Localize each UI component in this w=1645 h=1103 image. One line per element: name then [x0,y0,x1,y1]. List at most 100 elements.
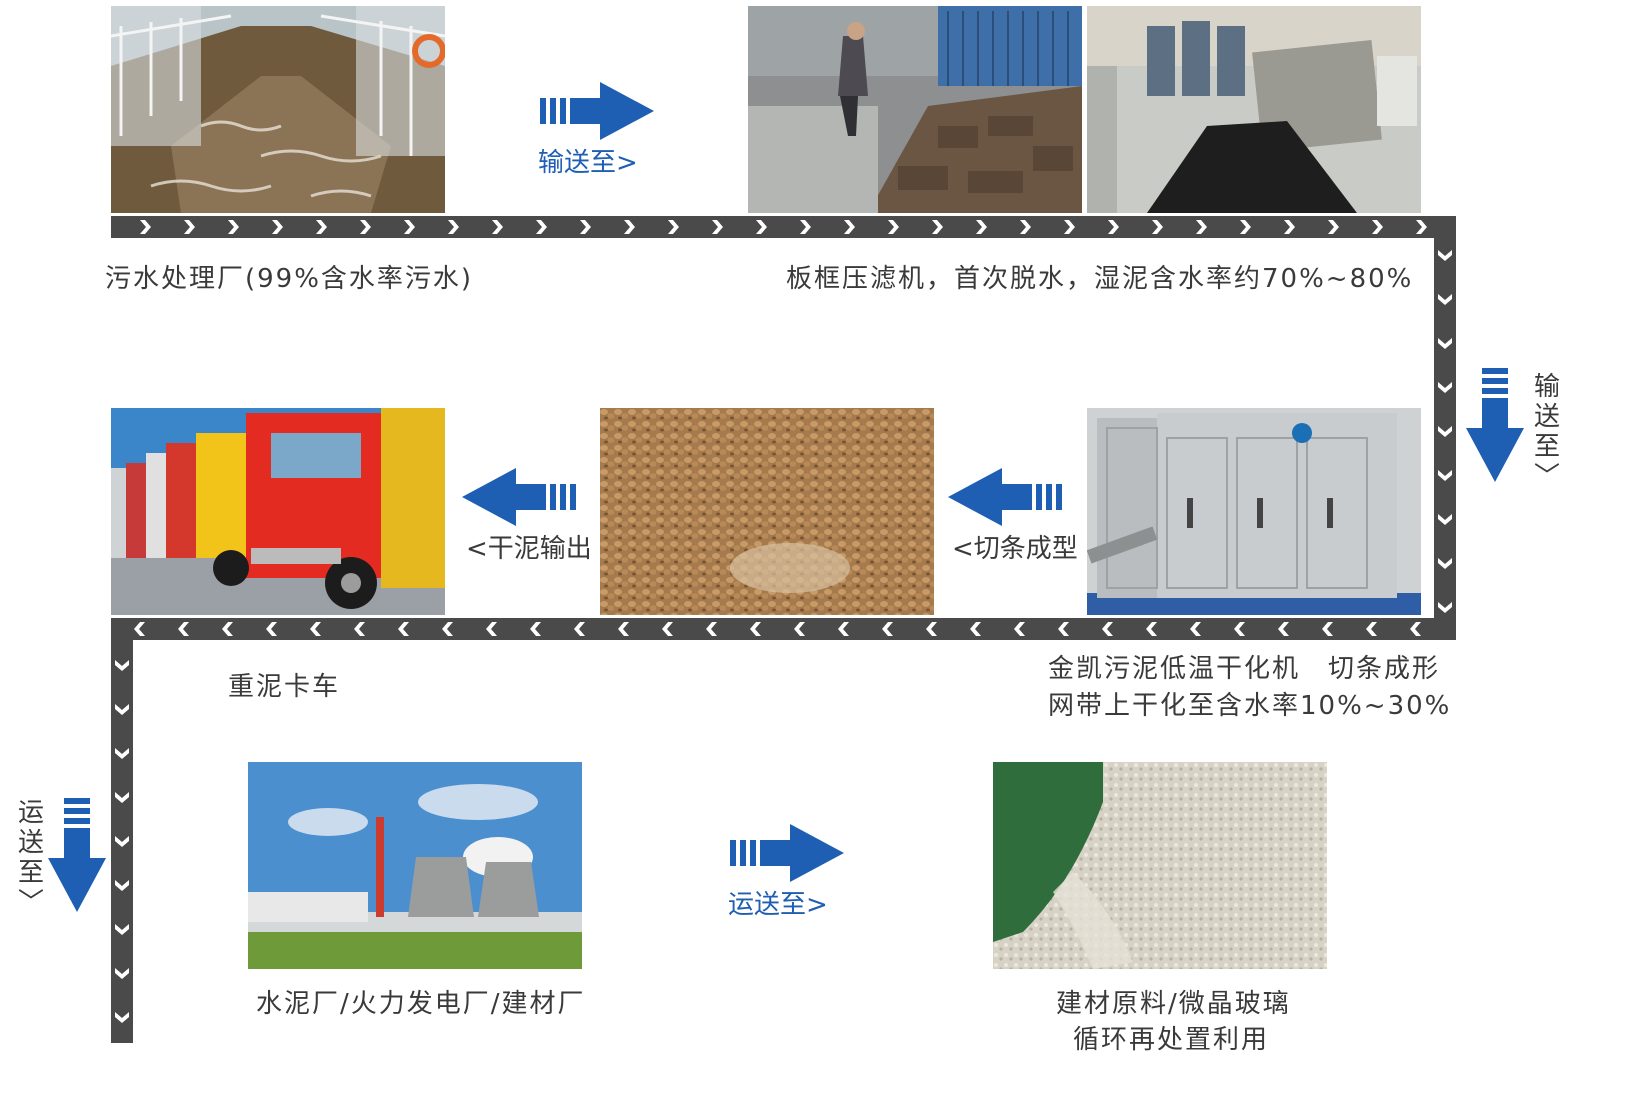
arrow-down-1-icon [1466,368,1524,482]
sludge-dryer-photo [1087,408,1421,615]
belt-chevron [115,1012,129,1023]
conveyor-belt-left [111,618,133,1043]
belt-chevron [1438,558,1452,569]
belt-chevron [134,622,145,636]
belt-chevron [486,622,497,636]
label-reuse-line1: 建材原料/微晶玻璃 [1056,989,1291,1019]
belt-chevron [800,220,811,234]
belt-chevron [1146,622,1157,636]
belt-chevron [750,622,761,636]
belt-chevron [926,622,937,636]
arrow-down-2-icon [48,798,106,912]
belt-chevron [662,622,673,636]
arrow-text-2-char: 送 [1533,402,1560,432]
arrow-text-4: <干泥输出 [466,534,592,564]
belt-chevron [1064,220,1075,234]
arrow-right-1-icon [540,82,654,140]
belt-chevron [115,748,129,759]
belt-chevron [1438,294,1452,305]
belt-chevron [310,622,321,636]
belt-chevron [844,220,855,234]
belt-chevron [1438,250,1452,261]
belt-chevron [668,220,679,234]
belt-chevron [228,220,239,234]
arrow-text-2-char: 输 [1533,372,1560,402]
conveyor-belt-right [1434,216,1456,640]
belt-chevron [1278,622,1289,636]
belt-chevron [398,622,409,636]
label-reuse-line2: 循环再处置利用 [1073,1025,1270,1055]
belt-chevron [1438,382,1452,393]
arrow-text-3: <切条成型 [952,534,1078,564]
belt-chevron [1108,220,1119,234]
belt-chevron [888,220,899,234]
arrow-text-5-char: 运 [17,798,44,828]
belt-chevron [1416,220,1427,234]
label-plant: 水泥厂/火力发电厂/建材厂 [256,989,586,1019]
wastewater-tank-photo [111,6,445,213]
arrow-text-2-char: 至 [1533,432,1560,462]
belt-chevron [574,622,585,636]
belt-chevron [1058,622,1069,636]
arrow-text-5-char: 至 [17,858,44,888]
belt-chevron [360,220,371,234]
belt-chevron [976,220,987,234]
arrow-text-5-char: 送 [17,828,44,858]
belt-chevron [932,220,943,234]
belt-chevron [115,968,129,979]
belt-chevron [536,220,547,234]
belt-chevron [404,220,415,234]
belt-chevron [222,622,233,636]
belt-chevron [1372,220,1383,234]
dried-sludge-granules-photo [600,408,934,615]
belt-chevron [1438,470,1452,481]
belt-chevron [580,220,591,234]
arrow-text-2: 输 送 至 ﹀ [1532,372,1562,492]
label-dryer-line2: 网带上干化至含水率10%~30% [1048,691,1452,721]
belt-chevron [838,622,849,636]
belt-chevron [1410,622,1421,636]
building-material-photo [993,762,1327,969]
belt-chevron [115,880,129,891]
belt-chevron [1328,220,1339,234]
belt-chevron [712,220,723,234]
belt-chevron [1438,426,1452,437]
belt-chevron [316,220,327,234]
label-dryer-line1: 金凯污泥低温干化机 切条成形 [1048,654,1441,684]
belt-chevron [140,220,151,234]
arrow-text-5-char: ﹀ [17,888,44,918]
belt-chevron [492,220,503,234]
belt-chevron [530,622,541,636]
belt-chevron [184,220,195,234]
belt-chevron [272,220,283,234]
screw-press-photo [1087,6,1421,213]
belt-chevron [1102,622,1113,636]
belt-chevron [1438,602,1452,613]
label-wastewater: 污水处理厂(99%含水率污水) [105,264,474,294]
belt-chevron [1014,622,1025,636]
arrow-text-5: 运 送 至 ﹀ [16,798,46,918]
belt-chevron [706,622,717,636]
belt-chevron [1366,622,1377,636]
belt-chevron [1190,622,1201,636]
arrow-text-2-char: ﹀ [1533,462,1560,492]
belt-chevron [448,220,459,234]
belt-chevron [266,622,277,636]
belt-chevron [618,622,629,636]
belt-chevron [1438,514,1452,525]
belt-chevron [115,704,129,715]
arrow-text-6: 运送至> [728,890,828,920]
belt-chevron [115,924,129,935]
belt-chevron [178,622,189,636]
belt-chevron [1438,338,1452,349]
belt-chevron [882,622,893,636]
power-plant-photo [248,762,582,969]
arrow-left-1-icon [948,468,1062,526]
belt-chevron [1322,622,1333,636]
arrow-left-2-icon [462,468,576,526]
label-trucks: 重泥卡车 [228,672,341,702]
belt-chevron [624,220,635,234]
belt-chevron [1240,220,1251,234]
conveyor-belt-top [111,216,1456,238]
